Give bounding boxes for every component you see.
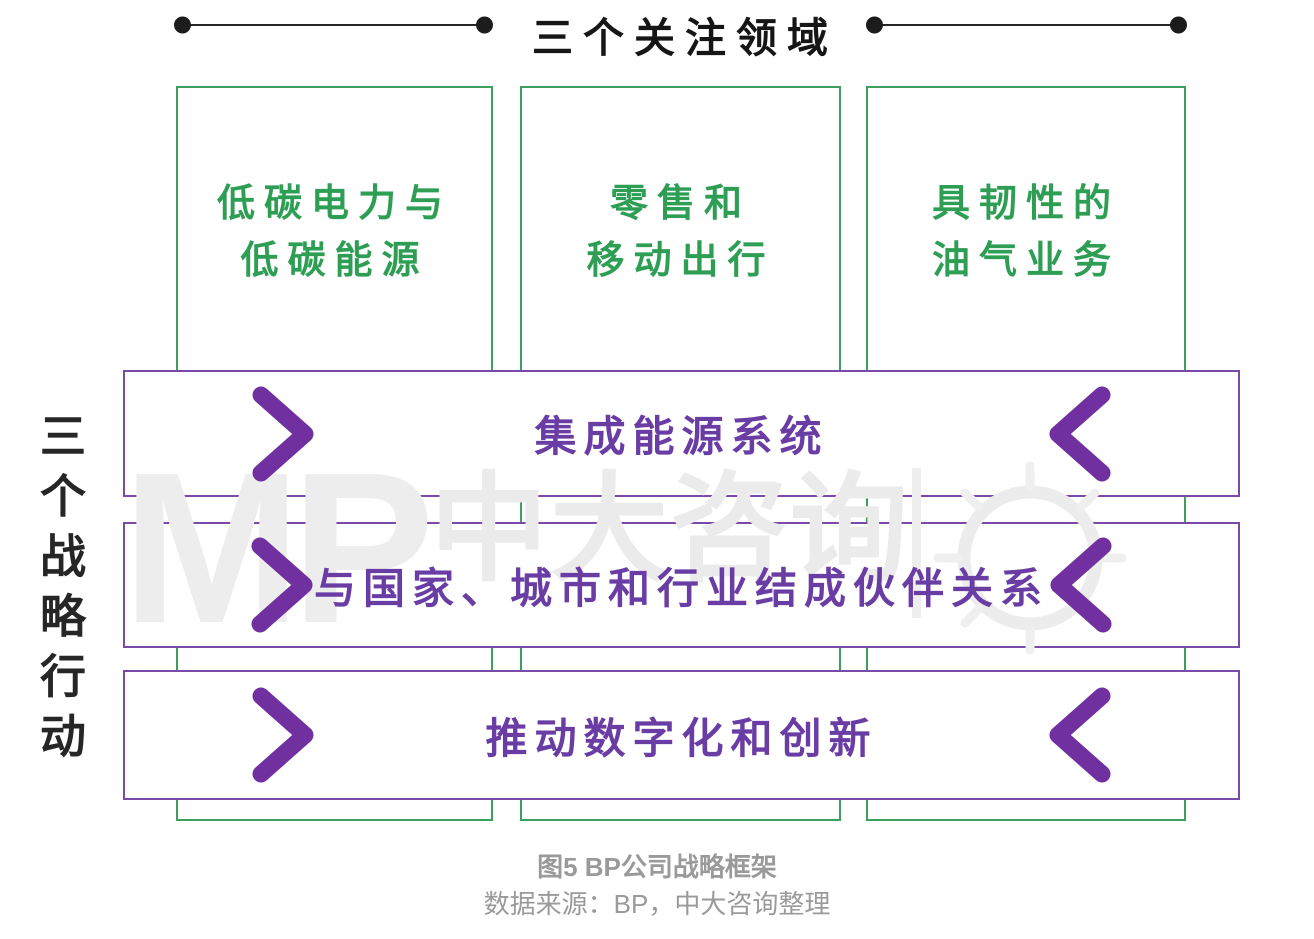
endpoint-dot-icon [1170,16,1187,34]
action-bar-content: 推动数字化和创新 [123,670,1240,800]
focus-area-label: 具韧性的 油气业务 [931,183,1120,282]
left-chevron-icon [1049,687,1111,783]
focus-area-label: 低碳电力与 低碳能源 [216,183,452,282]
action-label: 推动数字化和创新 [485,716,878,763]
right-chevron-icon [252,687,314,783]
figure-title: 图5 BP公司战略框架 [537,852,777,882]
right-chevron-icon [252,386,314,481]
endpoint-dot-icon [866,16,883,34]
endpoint-dot-icon [476,16,493,34]
side-axis-label: 三个战略行动 [34,412,85,772]
left-chevron-icon [1050,537,1112,633]
action-bar-content: 与国家、城市和行业结成伙伴关系 [123,522,1240,648]
page-title: 三个关注领域 [532,15,838,61]
focus-area-label: 零售和 移动出行 [586,183,775,282]
endpoint-dot-icon [174,16,191,34]
header-connector-left [174,16,493,34]
figure-source: 数据来源：BP，中大咨询整理 [483,889,831,919]
right-chevron-icon [251,537,313,633]
action-label: 与国家、城市和行业结成伙伴关系 [314,566,1050,613]
action-bar-content: 集成能源系统 [123,370,1240,497]
header-connector-right [866,16,1187,34]
left-chevron-icon [1049,386,1111,481]
figure-caption: 图5 BP公司战略框架 数据来源：BP，中大咨询整理 [0,850,1314,924]
action-label: 集成能源系统 [534,415,829,461]
